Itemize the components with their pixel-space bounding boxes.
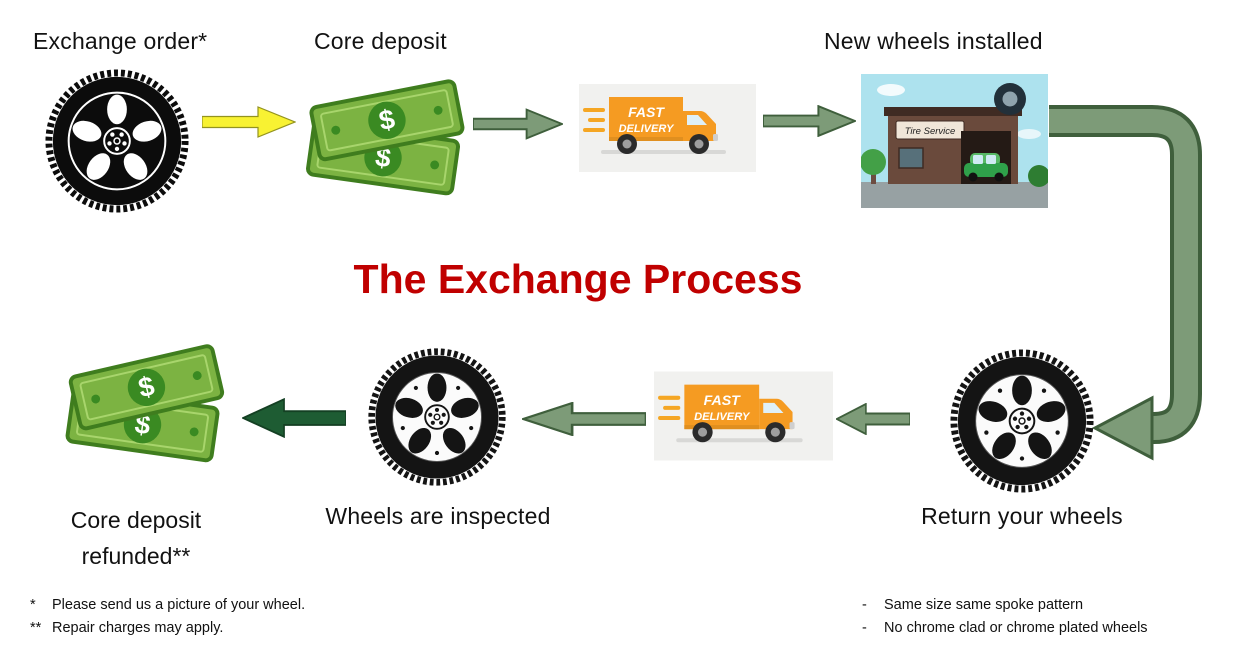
dollar-sign: $ (376, 103, 397, 136)
truck-text-fast: FAST (704, 392, 742, 408)
label-core-deposit-refunded: Core deposit refunded** (16, 503, 256, 574)
footnote-text: Please send us a picture of your wheel. (52, 597, 306, 613)
dollar-sign: $ (135, 370, 157, 404)
white-wheel-icon (368, 348, 506, 486)
dark-green-arrow-left-icon (242, 398, 346, 438)
footnote-marker: - (862, 620, 867, 636)
shop-sign-text: Tire Service (905, 126, 956, 137)
label-new-wheels-installed: New wheels installed (824, 28, 1043, 54)
footnote-spoke-pattern: - Same size same spoke pattern (862, 594, 1148, 617)
footnote-text: No chrome clad or chrome plated wheels (884, 620, 1148, 636)
green-arrow-right-icon (473, 108, 563, 140)
label-exchange-order: Exchange order* (33, 28, 208, 54)
money-bills-icon: $ $ (306, 79, 465, 196)
footnote-marker: ** (30, 620, 42, 636)
green-arrow-left-icon (836, 403, 910, 435)
green-arrow-left-icon (522, 402, 646, 436)
footnote-marker: * (30, 597, 36, 613)
black-wheel-icon (45, 69, 189, 213)
footnote-repair: ** Repair charges may apply. (30, 617, 305, 640)
label-core-deposit-refunded-line1: Core deposit (70, 507, 202, 533)
footnote-marker: - (862, 597, 867, 613)
curved-down-arrow-icon (1049, 105, 1202, 461)
money-bills-icon: $ $ (65, 344, 225, 463)
footnote-no-chrome: - No chrome clad or chrome plated wheels (862, 617, 1148, 640)
tire-service-shop-icon: Tire Service (861, 74, 1048, 208)
footnote-text: Repair charges may apply. (52, 620, 224, 636)
label-wheels-are-inspected: Wheels are inspected (325, 503, 551, 529)
label-core-deposit-refunded-line2: refunded** (81, 542, 191, 569)
footnote-text: Same size same spoke pattern (884, 597, 1084, 613)
footnote-picture: * Please send us a picture of your wheel… (30, 594, 305, 617)
label-core-deposit: Core deposit (314, 28, 447, 54)
white-wheel-icon (950, 349, 1094, 493)
delivery-truck-icon: FAST DELIVERY (579, 84, 756, 172)
truck-text-fast: FAST (628, 104, 665, 120)
label-return-your-wheels: Return your wheels (921, 503, 1123, 529)
green-arrow-right-icon (763, 105, 856, 137)
truck-text-delivery: DELIVERY (619, 123, 675, 135)
page-title: The Exchange Process (353, 256, 803, 302)
truck-text-delivery: DELIVERY (694, 411, 751, 423)
delivery-truck-icon: FAST DELIVERY (654, 371, 833, 461)
footnotes-left: * Please send us a picture of your wheel… (30, 594, 305, 640)
footnotes-right: - Same size same spoke pattern - No chro… (862, 594, 1148, 640)
yellow-arrow-right-icon (202, 106, 296, 138)
